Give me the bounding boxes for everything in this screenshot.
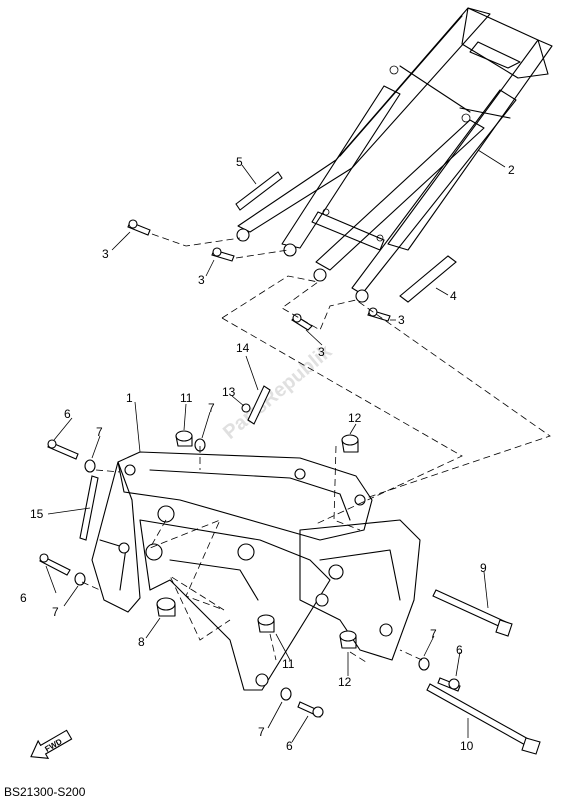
callout-11a: 11 xyxy=(180,391,193,405)
callout-12a: 12 xyxy=(348,411,362,425)
collar-12b[interactable] xyxy=(339,630,357,649)
ref-line-9 xyxy=(81,581,101,591)
collar-11a[interactable] xyxy=(175,430,193,447)
washer-7d[interactable] xyxy=(418,657,430,671)
callout-3b: 3 xyxy=(198,273,205,287)
bolt-3b[interactable] xyxy=(211,247,235,262)
ref-line-1 xyxy=(151,233,241,247)
bolt-9[interactable] xyxy=(432,589,513,637)
ref-line-11 xyxy=(349,651,367,663)
callout-8: 8 xyxy=(138,635,145,649)
callout-6b: 6 xyxy=(20,591,27,605)
callout-6a: 6 xyxy=(64,407,71,421)
washer-7a[interactable] xyxy=(84,459,96,473)
callout-3a: 3 xyxy=(102,247,109,261)
bolt-3a[interactable] xyxy=(127,219,151,236)
side-plate-left[interactable] xyxy=(235,171,283,211)
label-14[interactable] xyxy=(247,385,271,425)
collar-8[interactable] xyxy=(156,597,176,617)
leader-lines xyxy=(45,149,506,743)
bolt-6c[interactable] xyxy=(437,677,461,692)
callout-7a: 7 xyxy=(96,425,103,439)
ref-line-12 xyxy=(399,649,423,661)
callout-10: 10 xyxy=(460,739,474,753)
callout-12b: 12 xyxy=(338,675,352,689)
ref-line-6 xyxy=(333,445,361,531)
callout-3c: 3 xyxy=(318,345,325,359)
ref-line-8 xyxy=(95,469,121,473)
bolt-10[interactable] xyxy=(426,683,541,755)
callout-7e: 7 xyxy=(258,725,265,739)
bolt-3d[interactable] xyxy=(367,307,391,322)
callout-6d: 6 xyxy=(286,739,293,753)
bolt-6d[interactable] xyxy=(297,701,324,718)
callout-6c: 6 xyxy=(456,643,463,657)
callout-1: 1 xyxy=(126,391,133,405)
callout-14: 14 xyxy=(236,341,250,355)
side-plate-right[interactable] xyxy=(399,255,457,303)
callout-7b: 7 xyxy=(52,605,59,619)
bolt-6a[interactable] xyxy=(47,439,79,460)
ref-line-4 xyxy=(221,317,463,525)
callout-5: 5 xyxy=(236,155,243,169)
ref-line-10 xyxy=(269,633,277,661)
callout-9: 9 xyxy=(480,561,487,575)
callout-7c: 7 xyxy=(208,401,215,415)
rear-frame[interactable] xyxy=(236,7,553,303)
callout-2: 2 xyxy=(508,163,515,177)
callout-7d: 7 xyxy=(430,627,437,641)
collar-12a[interactable] xyxy=(341,434,359,453)
callout-11b: 11 xyxy=(282,657,295,671)
collar-11b[interactable] xyxy=(257,614,275,633)
ref-line-3 xyxy=(221,275,551,499)
bolt-6b[interactable] xyxy=(39,553,71,576)
bolt-3c[interactable] xyxy=(291,313,313,331)
washer-7b[interactable] xyxy=(74,572,86,586)
ref-line-2 xyxy=(235,249,289,259)
washer-7e[interactable] xyxy=(280,687,292,701)
diagram-code: BS21300-S200 xyxy=(4,785,86,799)
callout-4: 4 xyxy=(450,289,457,303)
callout-3d: 3 xyxy=(398,313,405,327)
ref-line-5 xyxy=(149,519,231,641)
callout-13: 13 xyxy=(222,385,236,399)
fwd-arrow-icon: FWD xyxy=(30,729,73,759)
callout-15: 15 xyxy=(30,507,44,521)
main-frame[interactable] xyxy=(91,451,421,691)
